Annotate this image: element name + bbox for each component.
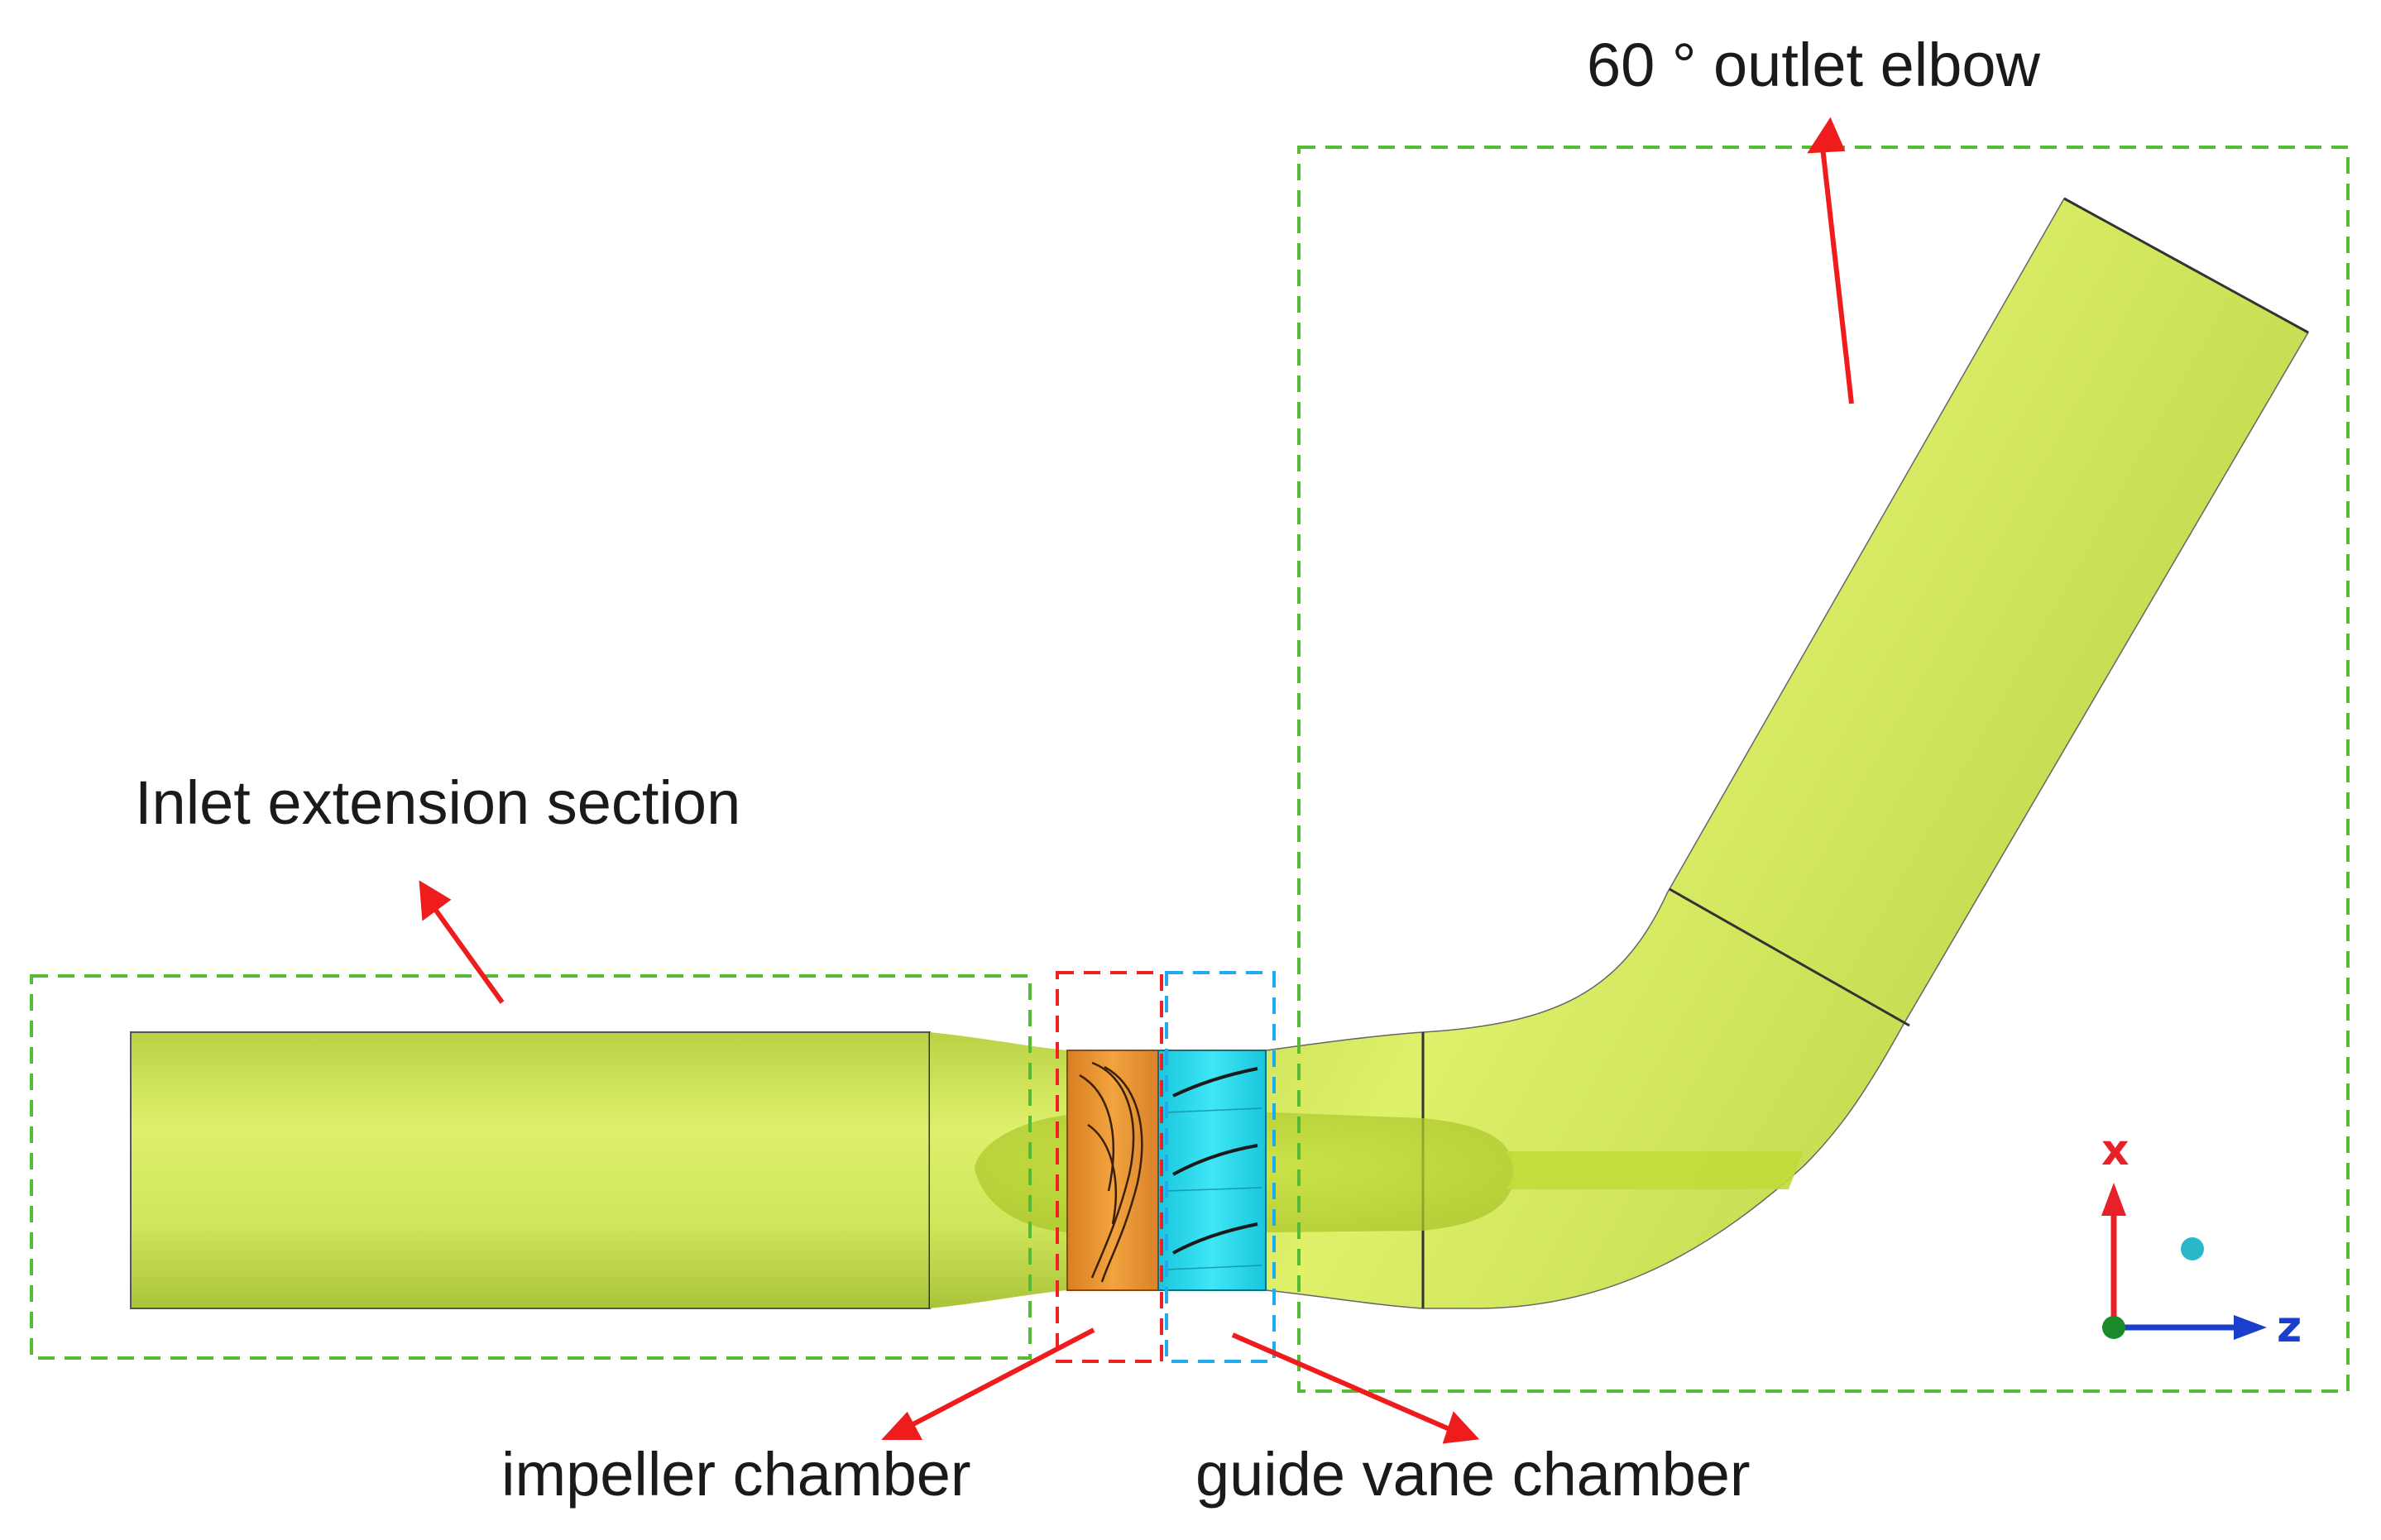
coordinate-triad: x z xyxy=(2101,1126,2302,1352)
guide-vane-chamber-label: guide vane chamber xyxy=(1195,1440,1751,1509)
impeller-chamber-box xyxy=(1056,971,1163,1363)
inlet-section-box xyxy=(30,974,1032,1360)
guide-vane-chamber-box xyxy=(1165,971,1276,1363)
y-axis-dot xyxy=(2181,1237,2204,1260)
impeller-chamber-label: impeller chamber xyxy=(501,1440,971,1509)
outlet-arrow xyxy=(1820,146,1854,404)
guide-vanes xyxy=(1172,1067,1258,1255)
inlet-arrow xyxy=(432,906,505,1004)
shaft xyxy=(1506,1151,1804,1189)
x-axis-label: x xyxy=(2101,1126,2129,1175)
inlet-section-label: Inlet extension section xyxy=(135,768,740,837)
callout-arrows xyxy=(419,117,1854,1444)
impeller-blades xyxy=(1079,1061,1143,1283)
outlet-elbow-label: 60 ° outlet elbow xyxy=(1587,31,2041,99)
inlet-pipe xyxy=(130,1031,931,1309)
impeller-arrow xyxy=(907,1327,1095,1429)
outlet-elbow-box xyxy=(1297,146,2350,1393)
impeller-chamber xyxy=(1066,1050,1159,1291)
guide-vane-arrow xyxy=(1231,1332,1451,1432)
z-axis-label: z xyxy=(2277,1303,2302,1352)
guide-vane-chamber xyxy=(1157,1050,1267,1291)
origin-dot xyxy=(2102,1316,2125,1339)
